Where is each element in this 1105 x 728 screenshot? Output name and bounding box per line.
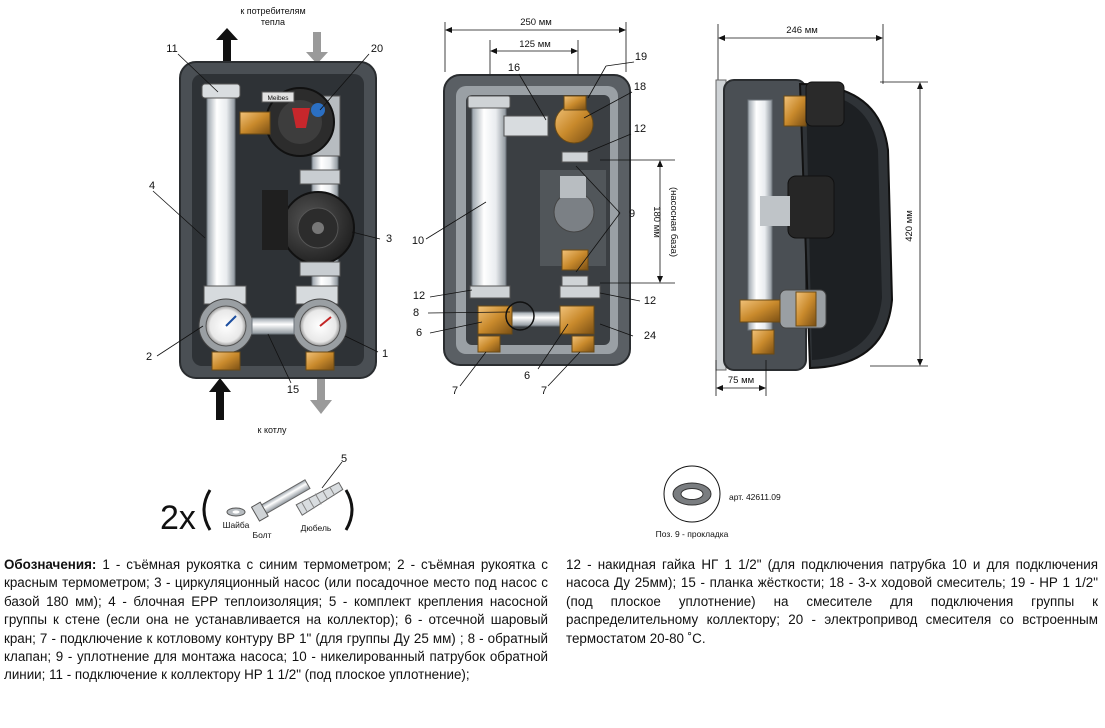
washer-label: Шайба <box>223 520 250 530</box>
dim-base-label-2: (насосная база) <box>668 187 679 257</box>
callout-4: 4 <box>149 180 155 192</box>
supply-up-arrow <box>216 28 238 62</box>
kit-count: 2x <box>160 499 196 537</box>
gasket-article: арт. 42611.09 <box>729 492 781 502</box>
callout-18: 18 <box>634 81 646 93</box>
callout-15: 15 <box>287 384 299 396</box>
gasket-detail: арт. 42611.09 Поз. 9 - прокладка <box>656 465 781 539</box>
callout-2: 2 <box>146 351 152 363</box>
dim-250 <box>444 22 627 72</box>
callout-11: 11 <box>166 43 177 55</box>
check-valve-mark <box>505 301 535 331</box>
callout-7-right: 7 <box>541 385 547 397</box>
dim-height-label: 420 мм <box>904 210 915 242</box>
boiler-label: к котлу <box>258 425 287 435</box>
consumers-label-line1: к потребителям <box>240 6 305 16</box>
callout-9: 9 <box>629 208 635 220</box>
callout-6-bottom: 6 <box>524 370 530 382</box>
boiler-down-arrow <box>310 378 332 414</box>
callout-19: 19 <box>635 51 647 63</box>
dowel-shape <box>295 481 344 516</box>
dim-75 <box>715 360 767 396</box>
callout-1: 1 <box>382 348 388 360</box>
callout-7-left: 7 <box>452 385 458 397</box>
bolt-label: Болт <box>253 530 272 540</box>
mounting-kit: 2x Шайба Болт Дюбель 5 <box>160 453 354 540</box>
callout-12-top: 12 <box>634 123 646 135</box>
legend-left-text: 1 - съёмная рукоятка с синим термометром… <box>4 557 548 683</box>
dim-inner-label: 125 мм <box>519 39 551 50</box>
legend-left: Обозначения: 1 - съёмная рукоятка с сини… <box>4 556 548 685</box>
brand-label: Meibes <box>268 95 290 102</box>
return-down-arrow <box>306 32 328 64</box>
dim-420 <box>870 81 928 367</box>
front-view: к потребителям тепла к котлу Meibes <box>146 6 392 435</box>
middle-callouts <box>425 61 641 387</box>
gasket-caption: Поз. 9 - прокладка <box>656 529 729 539</box>
middle-view: 250 мм 125 мм <box>412 17 679 397</box>
dim-width-label: 250 мм <box>520 17 552 28</box>
callout-3: 3 <box>386 233 392 245</box>
boiler-up-arrow <box>209 378 231 420</box>
stiffening-bar <box>251 317 295 335</box>
side-view: 246 мм 420 мм 75 мм <box>715 24 928 396</box>
callout-16: 16 <box>508 62 520 74</box>
legend-heading: Обозначения: <box>4 557 97 572</box>
callout-12-right: 12 <box>644 295 656 307</box>
dim-246 <box>717 24 884 84</box>
callout-6-left: 6 <box>416 327 422 339</box>
callout-10: 10 <box>412 235 424 247</box>
front-callouts <box>152 53 381 384</box>
three-way-mixer <box>554 104 594 144</box>
callout-5: 5 <box>341 453 347 465</box>
dowel-label: Дюбель <box>301 523 332 533</box>
dim-depth-label: 246 мм <box>786 25 818 36</box>
consumers-label-line2: тепла <box>261 17 285 27</box>
return-pipe-left <box>206 91 236 289</box>
dim-offset-label: 75 мм <box>728 375 754 386</box>
callout-8: 8 <box>413 307 419 319</box>
return-pipe-10 <box>471 105 507 287</box>
bolt-shape <box>250 479 311 522</box>
dim-180 <box>600 159 675 284</box>
callout-24: 24 <box>644 330 656 342</box>
dim-base-label-1: 180 мм <box>651 206 662 238</box>
callout-20: 20 <box>371 43 383 55</box>
callout-12-left: 12 <box>413 290 425 302</box>
legend-right: 12 - накидная гайка НГ 1 1/2" (для подкл… <box>566 557 1098 646</box>
